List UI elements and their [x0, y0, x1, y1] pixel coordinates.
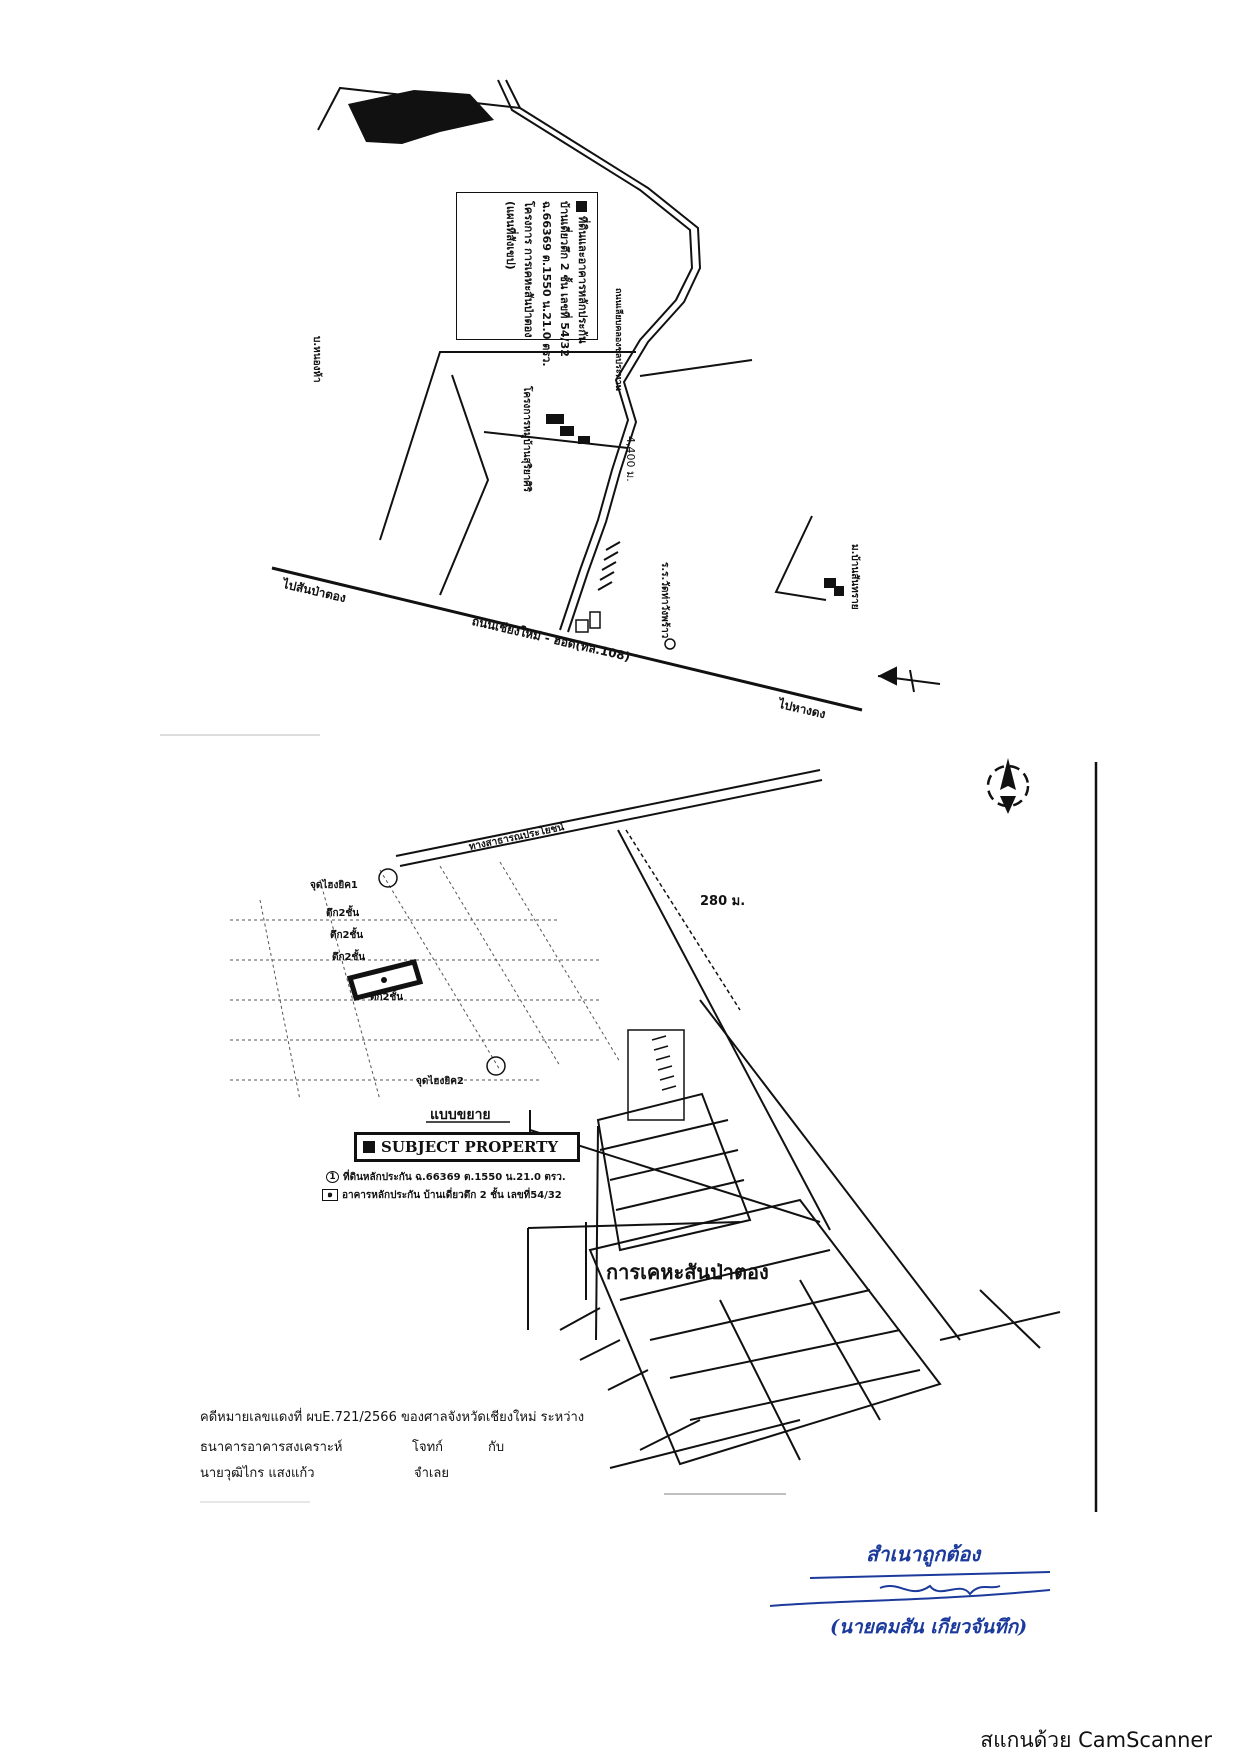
road-right [639, 359, 753, 377]
lot-circle-2 [486, 1056, 506, 1076]
lot-label-5: ตึก2ชั้น [370, 992, 404, 1003]
legend-building-row: ๑ อาคารหลักประกัน บ้านเดี่ยวตึก 2 ชั้น เล… [322, 1188, 562, 1203]
public-road-2 [399, 779, 823, 867]
zoom-label: แบบขยาย [430, 1107, 491, 1123]
north-arrow-bottom [986, 758, 1030, 814]
lower-block [588, 1198, 942, 1466]
defendant-name: นายวุฒิไกร แสงแก้ว [200, 1466, 315, 1481]
subdivision-lots [230, 861, 621, 1101]
subject-property-box: SUBJECT PROPERTY [354, 1132, 580, 1162]
plaintiff-role: โจทก์ [412, 1440, 444, 1455]
paddy-hatch [597, 541, 621, 591]
subject-lot [346, 958, 424, 1002]
hatch-strip [627, 1029, 685, 1121]
case-number-line: คดีหมายเลขแดงที่ ผบE.721/2566 ของศาลจังห… [200, 1410, 585, 1425]
lot-label-3: ตึก2ชั้น [330, 930, 364, 941]
legend-building-text: อาคารหลักประกัน บ้านเดี่ยวตึก 2 ชั้น เลข… [342, 1190, 562, 1201]
left-road [527, 1221, 741, 1229]
village-icon [546, 414, 590, 444]
road-right-lower [774, 515, 827, 601]
highway-line [271, 566, 863, 712]
road-village [483, 431, 629, 449]
diag-road-2 [699, 999, 961, 1341]
project-left-road [595, 1125, 599, 1341]
subject-square-icon [363, 1141, 375, 1153]
project-label: การเคหะสันป่าตอง [606, 1260, 769, 1284]
lot-label-6: จุดไฮงยิค2 [416, 1076, 464, 1087]
temple-icon [824, 578, 844, 596]
irrigation-road-b [505, 79, 702, 633]
camscanner-watermark: สแกนด้วย CamScanner [980, 1728, 1212, 1752]
irrigation-road [497, 79, 694, 631]
plaintiff-name: ธนาคารอาคารสงเคราะห์ [200, 1440, 343, 1455]
legend-land-row: 1 ที่ดินหลักประกัน ฉ.66369 ต.1550 น.21.0 … [326, 1170, 566, 1185]
with-word: กับ [488, 1440, 505, 1455]
legend-land-text: ที่ดินหลักประกัน ฉ.66369 ต.1550 น.21.0 ต… [343, 1172, 566, 1183]
legend-land-symbol: 1 [326, 1171, 339, 1183]
public-road-1 [395, 769, 821, 857]
lot-label-4: ตึก2ชั้น [332, 952, 366, 963]
lot-label-2: ตึก2ชั้น [326, 908, 360, 919]
defendant-role: จำเลย [414, 1466, 449, 1481]
signature [769, 1571, 1051, 1607]
diag-road-dashed [625, 829, 741, 1011]
signer-name: (นายคมสัน เกียวจันทึก) [830, 1616, 1028, 1638]
road-left-2 [439, 374, 490, 596]
lot-label-1: จุดไฮงยิค1 [310, 880, 358, 891]
road-left-1 [379, 351, 636, 541]
lot-circle-1 [378, 868, 398, 888]
distance-bottom-label: 280 ม. [700, 894, 746, 909]
legend-building-symbol: ๑ [322, 1189, 338, 1201]
bottom-map [200, 758, 1098, 1512]
top-map-legend: ที่ดินและอาคารหลักประกัน บ้านเดี่ยวตึก 2… [456, 192, 598, 367]
subject-property-label: SUBJECT PROPERTY [381, 1138, 559, 1156]
reservoir-shape [348, 90, 494, 144]
north-arrow-top [877, 666, 941, 693]
certified-copy-stamp: สำเนาถูกต้อง [866, 1542, 981, 1566]
project-block [596, 1092, 752, 1252]
school-icon [575, 611, 676, 650]
